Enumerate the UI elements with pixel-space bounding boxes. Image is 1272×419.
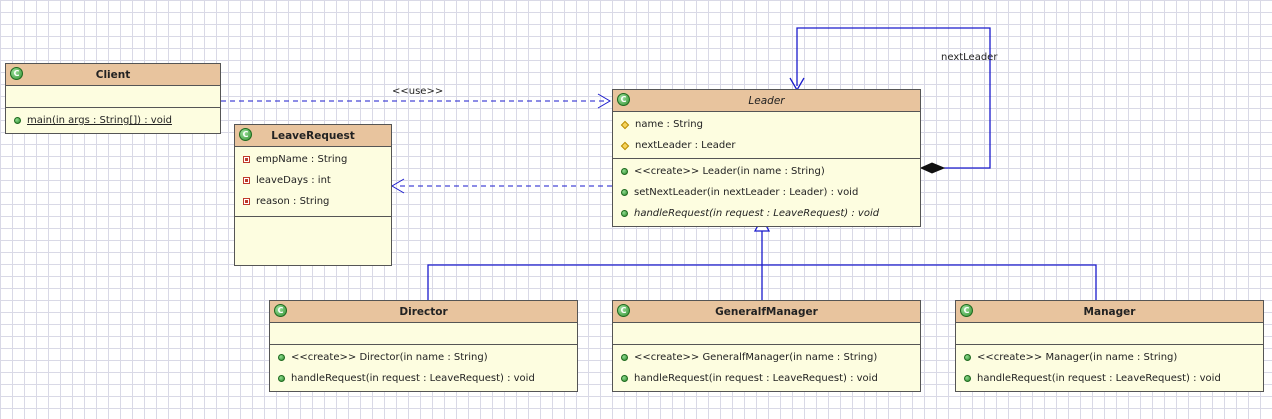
operation-row[interactable]: handleRequest(in request : LeaveRequest)… [613, 203, 920, 224]
class-header: C LeaveRequest [235, 125, 391, 147]
class-header: C GeneralfManager [613, 301, 920, 323]
class-icon: C [10, 67, 23, 80]
attribute-row[interactable]: empName : String [235, 149, 391, 170]
operation-compartment: main(in args : String[]) : void [6, 108, 220, 133]
public-visibility-icon [964, 375, 971, 382]
operation-signature: handleRequest(in request : LeaveRequest)… [291, 373, 535, 384]
attribute-compartment [613, 323, 920, 345]
class-name: Director [399, 305, 448, 318]
class-icon: C [239, 128, 252, 141]
public-visibility-icon [14, 117, 21, 124]
class-client[interactable]: C Client main(in args : String[]) : void [5, 63, 221, 134]
class-header: C Leader [613, 90, 920, 112]
class-header: C Client [6, 64, 220, 86]
private-visibility-icon [243, 177, 250, 184]
class-leader[interactable]: C Leader name : String nextLeader : Leade… [612, 89, 921, 227]
attribute-row[interactable]: reason : String [235, 191, 391, 212]
attribute-signature: reason : String [256, 196, 330, 207]
operation-compartment: <<create>> GeneralfManager(in name : Str… [613, 345, 920, 391]
protected-visibility-icon [620, 120, 630, 129]
use-stereotype-label: <<use>> [392, 86, 444, 97]
operation-row[interactable]: handleRequest(in request : LeaveRequest)… [956, 368, 1263, 389]
operation-signature: setNextLeader(in nextLeader : Leader) : … [634, 187, 859, 198]
attribute-compartment: empName : String leaveDays : int reason : … [235, 147, 391, 217]
operation-compartment: <<create>> Director(in name : String) han… [270, 345, 577, 391]
private-visibility-icon [243, 198, 250, 205]
operation-row[interactable]: handleRequest(in request : LeaveRequest)… [270, 368, 577, 389]
attribute-compartment [956, 323, 1263, 345]
operation-signature: handleRequest(in request : LeaveRequest)… [977, 373, 1221, 384]
operation-signature: <<create>> GeneralfManager(in name : Str… [634, 352, 878, 363]
class-leave-request[interactable]: C LeaveRequest empName : String leaveDays… [234, 124, 392, 266]
class-name: LeaveRequest [271, 129, 355, 142]
public-visibility-icon [621, 168, 628, 175]
class-general-manager[interactable]: C GeneralfManager <<create>> GeneralfMan… [612, 300, 921, 392]
composition-diamond [919, 162, 946, 174]
operation-compartment [235, 217, 391, 221]
public-visibility-icon [278, 375, 285, 382]
operation-row[interactable]: <<create>> Leader(in name : String) [613, 161, 920, 182]
class-name: Client [95, 68, 131, 81]
generalization-line-manager[interactable] [762, 264, 1097, 301]
class-name: Leader [748, 94, 785, 107]
operation-compartment: <<create>> Manager(in name : String) hand… [956, 345, 1263, 391]
public-visibility-icon [621, 189, 628, 196]
generalization-line-director[interactable] [427, 264, 762, 301]
class-icon: C [960, 304, 973, 317]
operation-row[interactable]: <<create>> Manager(in name : String) [956, 347, 1263, 368]
operation-signature: <<create>> Leader(in name : String) [634, 166, 825, 177]
operation-signature: <<create>> Manager(in name : String) [977, 352, 1178, 363]
attribute-row[interactable]: name : String [613, 114, 920, 135]
operation-row[interactable]: main(in args : String[]) : void [6, 110, 220, 131]
public-visibility-icon [964, 354, 971, 361]
operation-signature: handleRequest(in request : LeaveRequest)… [634, 373, 878, 384]
class-icon: C [274, 304, 287, 317]
class-header: C Director [270, 301, 577, 323]
public-visibility-icon [621, 375, 628, 382]
next-leader-role-label: nextLeader [941, 52, 998, 63]
operation-signature: handleRequest(in request : LeaveRequest)… [634, 208, 880, 219]
public-visibility-icon [621, 354, 628, 361]
attribute-row[interactable]: nextLeader : Leader [613, 135, 920, 156]
operation-row[interactable]: handleRequest(in request : LeaveRequest)… [613, 368, 920, 389]
attribute-signature: nextLeader : Leader [635, 140, 736, 151]
operation-row[interactable]: <<create>> GeneralfManager(in name : Str… [613, 347, 920, 368]
request-dependency-arrowhead [391, 178, 405, 194]
class-director[interactable]: C Director <<create>> Director(in name :… [269, 300, 578, 392]
class-header: C Manager [956, 301, 1263, 323]
public-visibility-icon [278, 354, 285, 361]
operation-signature: main(in args : String[]) : void [27, 115, 172, 126]
attribute-signature: name : String [635, 119, 703, 130]
attribute-compartment [270, 323, 577, 345]
public-visibility-icon [621, 210, 628, 217]
class-name: Manager [1083, 305, 1136, 318]
class-name: GeneralfManager [715, 305, 818, 318]
attribute-signature: empName : String [256, 154, 348, 165]
private-visibility-icon [243, 156, 250, 163]
protected-visibility-icon [620, 141, 630, 150]
class-manager[interactable]: C Manager <<create>> Manager(in name : S… [955, 300, 1264, 392]
class-icon: C [617, 304, 630, 317]
operation-signature: <<create>> Director(in name : String) [291, 352, 488, 363]
attribute-compartment [6, 86, 220, 108]
operation-row[interactable]: <<create>> Director(in name : String) [270, 347, 577, 368]
operation-compartment: <<create>> Leader(in name : String) setNe… [613, 159, 920, 226]
next-leader-association-line[interactable] [796, 27, 991, 169]
class-icon: C [617, 93, 630, 106]
operation-row[interactable]: setNextLeader(in nextLeader : Leader) : … [613, 182, 920, 203]
attribute-compartment: name : String nextLeader : Leader [613, 112, 920, 159]
attribute-row[interactable]: leaveDays : int [235, 170, 391, 191]
use-dependency-arrowhead [597, 93, 611, 109]
attribute-signature: leaveDays : int [256, 175, 331, 186]
